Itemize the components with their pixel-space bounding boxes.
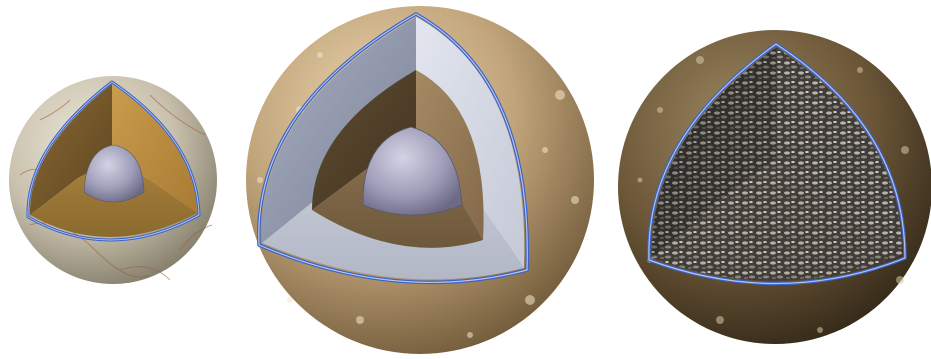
ganymede-cutaway bbox=[246, 6, 594, 354]
callisto-cutaway bbox=[618, 30, 931, 344]
europa-cutaway bbox=[9, 76, 217, 284]
